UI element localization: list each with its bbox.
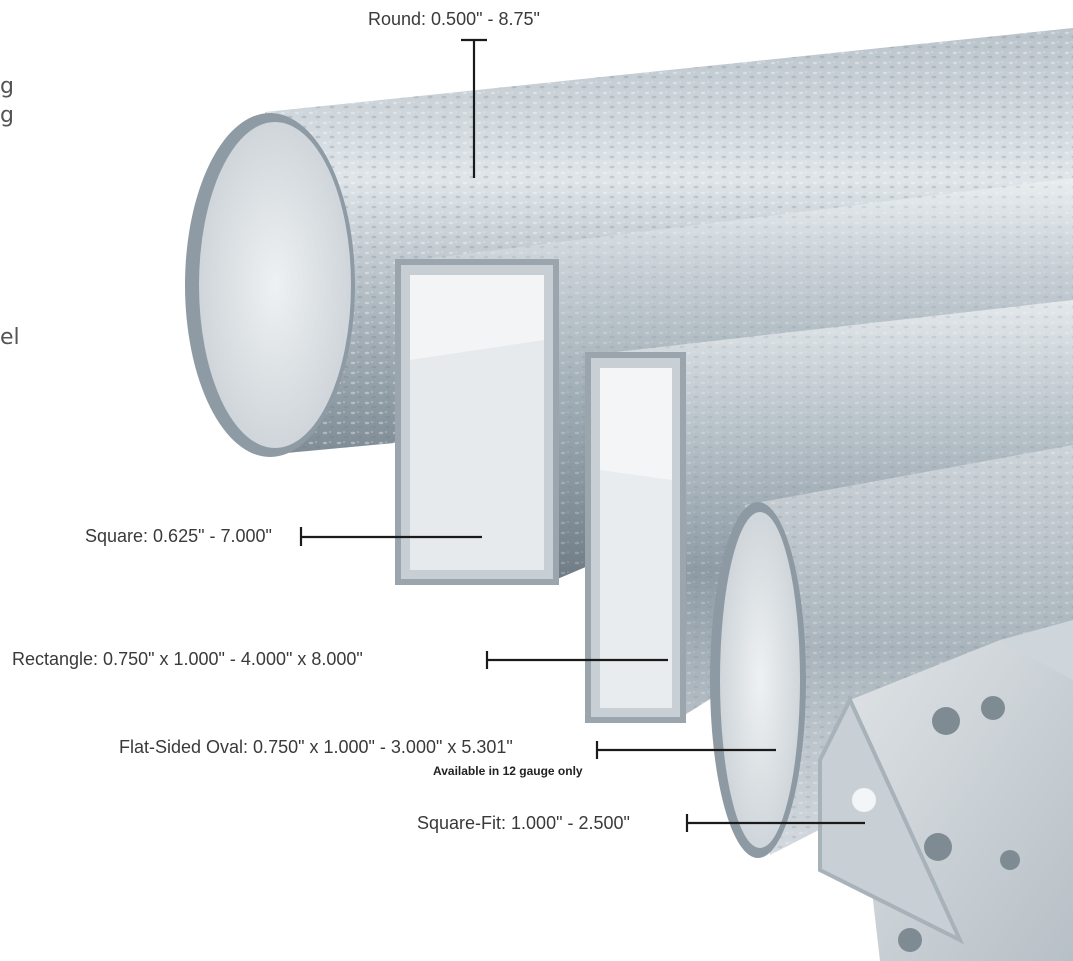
square-leader — [299, 527, 482, 546]
gauge-note: Available in 12 gauge only — [433, 764, 583, 778]
edge-fragment-el: el — [0, 325, 20, 350]
square-fit-leader — [685, 814, 865, 832]
square-fit-label: Square-Fit: 1.000" - 2.500" — [417, 813, 630, 833]
round-leader — [461, 38, 487, 178]
edge-fragment-g-2: g — [0, 103, 14, 128]
square-tube — [395, 178, 1073, 585]
rectangle-leader — [485, 651, 668, 669]
edge-fragment-g-1: g — [0, 74, 14, 99]
flat-sided-oval-label: Flat-Sided Oval: 0.750" x 1.000" - 3.000… — [119, 737, 513, 757]
flat-sided-oval-leader — [595, 741, 776, 759]
round-label: Round: 0.500" - 8.75" — [368, 9, 540, 29]
leader-lines — [299, 38, 865, 832]
square-fit-tube — [818, 620, 1073, 961]
rectangle-label: Rectangle: 0.750" x 1.000" - 4.000" x 8.… — [12, 649, 363, 669]
square-label: Square: 0.625" - 7.000" — [85, 526, 272, 546]
